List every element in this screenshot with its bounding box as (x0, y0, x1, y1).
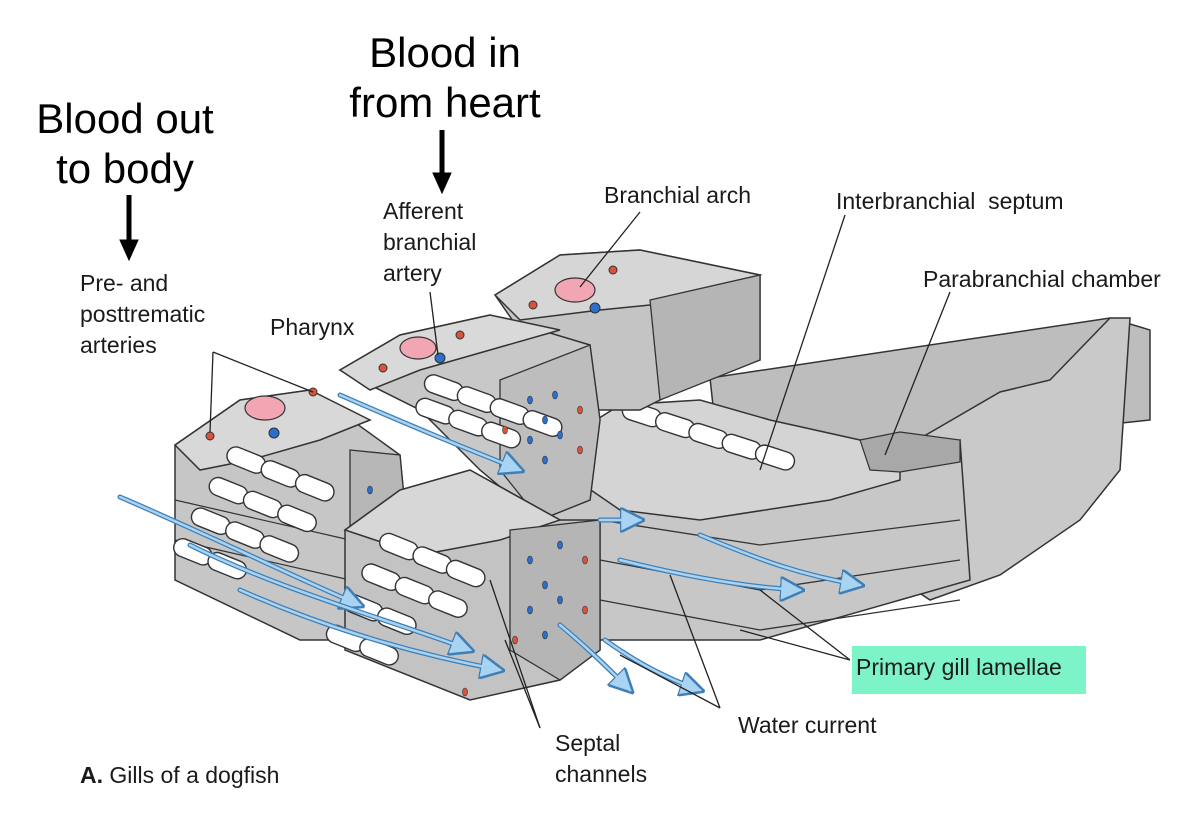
caption-letter: A. (80, 762, 103, 788)
down-arrow-icon (119, 195, 139, 262)
caption-text: Gills of a dogfish (103, 762, 280, 788)
pre-post-line-2: posttrematic (80, 301, 206, 327)
front-middle-gill-segment (323, 469, 601, 701)
label-pharynx: Pharynx (270, 314, 355, 340)
label-primary-gill-lamellae: Primary gill lamellae (856, 654, 1062, 680)
label-water-current: Water current (738, 712, 877, 738)
blood-out-line-1: Blood out (36, 95, 214, 142)
septal-line-2: channels (555, 761, 648, 787)
blood-in-line-2: from heart (349, 79, 541, 126)
label-afferent-branchial-artery: Afferent branchial artery (383, 196, 476, 289)
pre-post-line-1: Pre- and (80, 270, 169, 296)
label-parabranchial-chamber: Parabranchial chamber (923, 266, 1161, 292)
label-branchial-arch: Branchial arch (604, 182, 752, 208)
label-septal-channels: Septal channels (555, 728, 647, 790)
afferent-line-3: artery (383, 260, 442, 286)
afferent-line-2: branchial (383, 229, 477, 255)
label-interbranchial-septum: Interbranchial septum (836, 188, 1064, 214)
blood-out-annotation: Blood out to body (10, 94, 240, 194)
afferent-line-1: Afferent (383, 198, 464, 224)
blood-in-line-1: Blood in (369, 29, 521, 76)
blood-in-annotation: Blood in from heart (322, 28, 568, 128)
figure-caption: A. Gills of a dogfish (80, 760, 279, 791)
septal-line-1: Septal (555, 730, 621, 756)
lamellae-highlight (852, 646, 1086, 694)
down-arrow-icon (432, 130, 452, 195)
pre-post-line-3: arteries (80, 332, 157, 358)
middle-gill-segment (338, 314, 601, 521)
label-pre-posttrematic-arteries: Pre- and posttrematic arteries (80, 268, 205, 361)
leader-lines (209, 211, 951, 729)
blood-out-line-2: to body (56, 145, 194, 192)
